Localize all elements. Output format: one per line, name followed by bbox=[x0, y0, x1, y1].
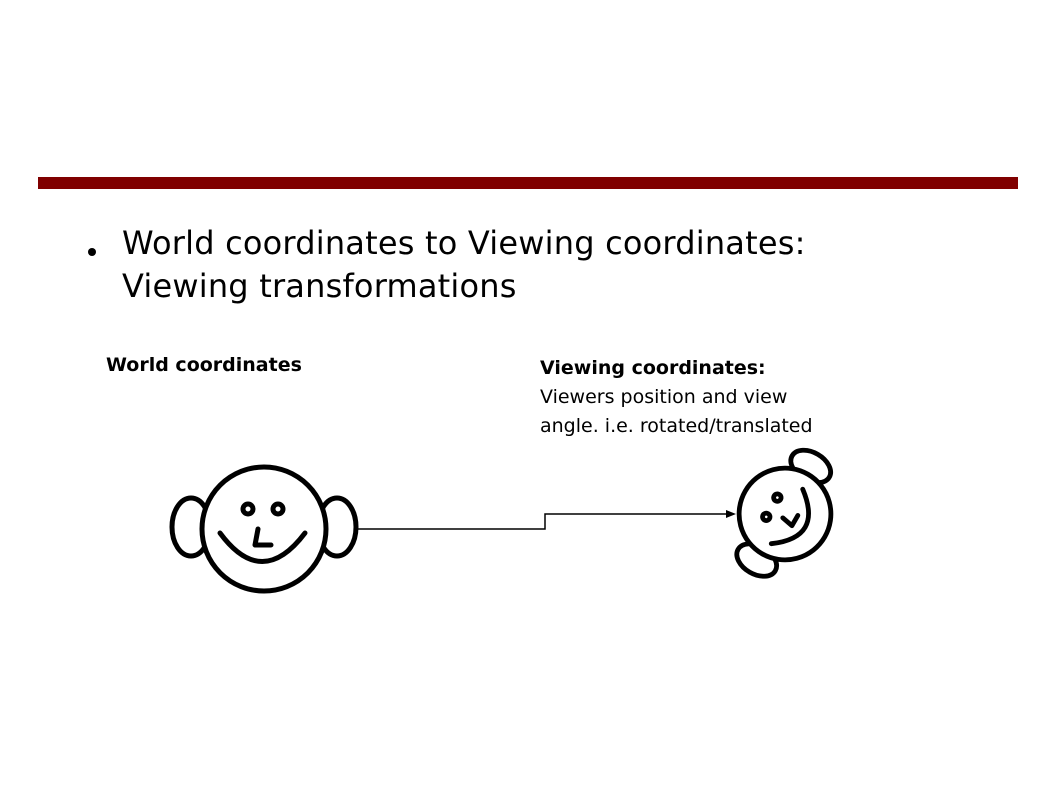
rotated-head bbox=[736, 465, 834, 563]
viewing-coordinates-title: Viewing coordinates: bbox=[540, 357, 766, 379]
face-icon bbox=[169, 464, 359, 594]
bullet-text: World coordinates to Viewing coordinates… bbox=[122, 222, 982, 308]
connector-arrow bbox=[357, 510, 736, 530]
left-eye bbox=[240, 501, 256, 517]
rotated-face-icon bbox=[734, 447, 834, 579]
bullet-line-2: Viewing transformations bbox=[122, 267, 517, 305]
head bbox=[199, 464, 329, 594]
viewing-description-line-1: Viewers position and view bbox=[540, 386, 788, 408]
rotated-mouth bbox=[768, 486, 811, 547]
rotated-left-eye bbox=[760, 510, 773, 523]
viewing-description-line-2: angle. i.e. rotated/translated bbox=[540, 415, 813, 437]
mouth bbox=[217, 530, 308, 564]
right-eye bbox=[270, 501, 286, 517]
bullet-line-1: World coordinates to Viewing coordinates… bbox=[122, 224, 806, 262]
world-coordinates-label: World coordinates bbox=[106, 354, 302, 376]
title-rule bbox=[38, 177, 1018, 189]
rotated-right-eye bbox=[771, 491, 784, 504]
rotated-nose bbox=[780, 513, 801, 529]
bullet-dot-icon bbox=[88, 248, 96, 256]
viewing-coordinates-caption: Viewing coordinates: Viewers position an… bbox=[540, 354, 960, 441]
nose bbox=[252, 526, 274, 548]
